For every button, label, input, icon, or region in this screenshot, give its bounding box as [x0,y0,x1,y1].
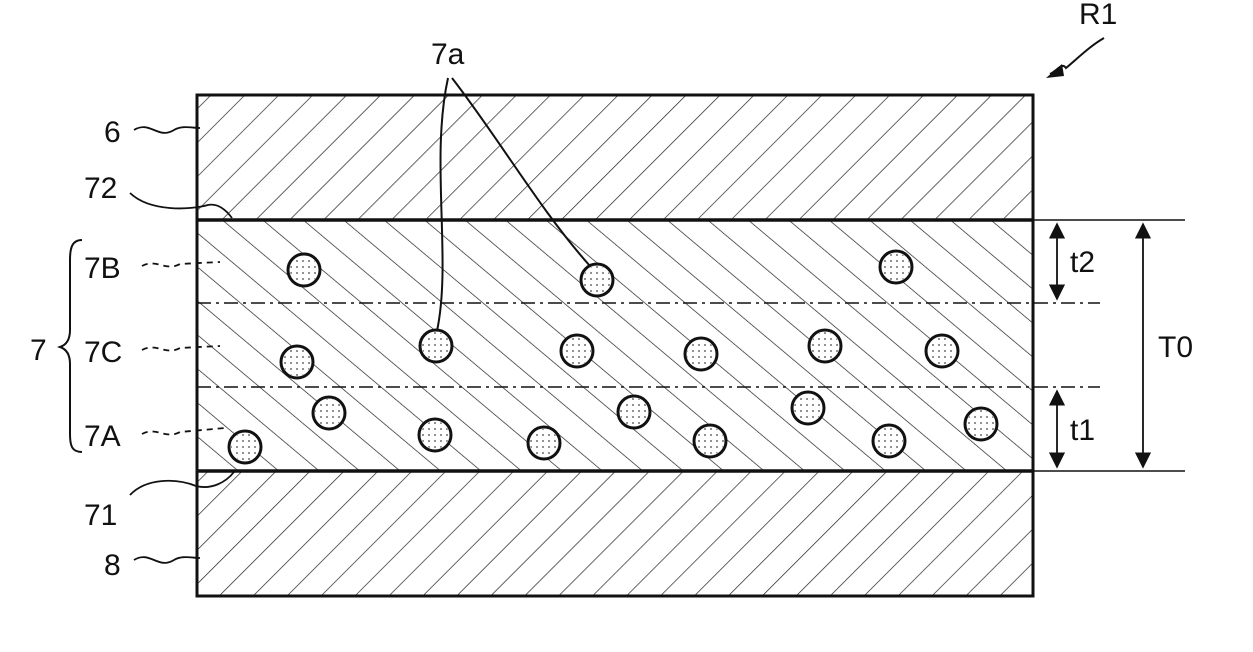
label-upper-interface: 72 [84,172,117,205]
dim-t1-label: t1 [1070,414,1095,447]
layer-7-brace [60,240,82,452]
upper-layer-6 [197,95,1033,220]
dim-T0-label: T0 [1158,331,1193,364]
label-layer-7A: 7A [84,420,121,453]
leader-8 [134,557,200,563]
lower-layer-8 [197,471,1033,596]
label-lower-interface: 71 [84,499,117,532]
figure-label-r1: R1 [1079,0,1117,31]
label-lower-layer: 8 [104,549,121,582]
particles-label-7a: 7a [431,38,465,71]
label-upper-layer: 6 [104,116,121,149]
label-layer-7: 7 [30,334,47,367]
label-layer-7C: 7C [84,336,122,369]
r1-arrowhead [1046,64,1064,78]
label-layer-7B: 7B [84,252,121,285]
dim-t2-label: t2 [1070,246,1095,279]
leader-6 [134,127,200,133]
